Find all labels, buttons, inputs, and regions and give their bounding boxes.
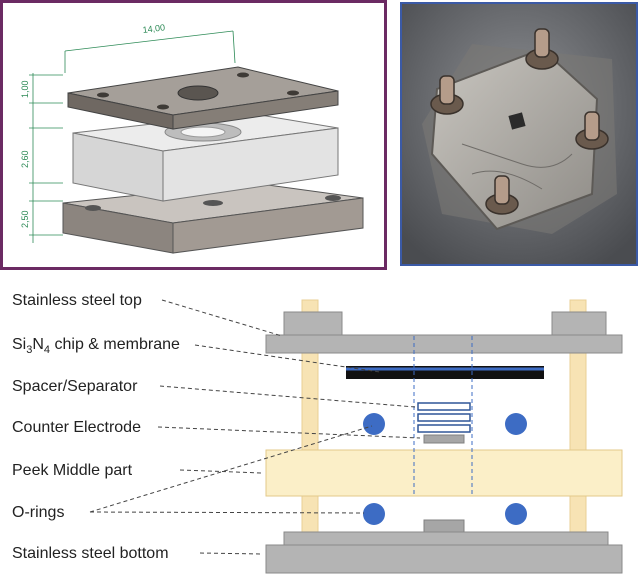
top-left-nut [283,311,343,337]
window-opening [508,112,526,130]
spacer-1 [417,402,471,411]
width-dimension-label: 14,00 [142,22,166,35]
cad-top-plate [67,66,339,130]
spacer-3 [417,424,471,433]
label-counter-electrode: Counter Electrode [12,419,141,436]
spacer-2 [417,413,471,422]
lower-left-o-ring [363,503,385,525]
counter-electrode [423,434,465,444]
cross-section-schematic: Stainless steel top Si3N4 chip & membran… [0,276,640,581]
label-o-rings: O-rings [12,504,64,521]
assembled-holder-photo [400,2,638,266]
cad-exploded-view: 14,00 1,00 2,60 2,50 [20,22,364,254]
cad-exploded-view-panel: 14,00 1,00 2,60 2,50 [0,0,387,270]
label-chip-membrane: Si3N4 chip & membrane [12,336,180,356]
stainless-bottom-plate [265,544,623,574]
top-thickness-label: 1,00 [20,80,30,98]
upper-left-o-ring [363,413,385,435]
bottom-plate-step [283,531,609,547]
cad-middle-part [72,112,339,202]
bottom-thickness-label: 2,50 [20,210,30,228]
label-stainless-steel-bottom: Stainless steel bottom [12,545,169,562]
schematic-svg: Stainless steel top Si3N4 chip & membran… [12,292,623,574]
bottom-boss [423,519,465,533]
lower-right-o-ring [505,503,527,525]
peek-middle-part [265,449,623,497]
label-spacer-separator: Spacer/Separator [12,378,138,395]
bolts [430,28,609,215]
label-peek-middle-part: Peek Middle part [12,462,133,479]
top-right-nut [551,311,607,337]
holder-photo-illustration [402,4,636,264]
dimension-lines [29,30,236,243]
leader-lines [89,299,421,555]
label-stainless-steel-top: Stainless steel top [12,292,142,309]
upper-right-o-ring [505,413,527,435]
stainless-top-plate [265,334,623,354]
middle-thickness-label: 2,60 [20,150,30,168]
